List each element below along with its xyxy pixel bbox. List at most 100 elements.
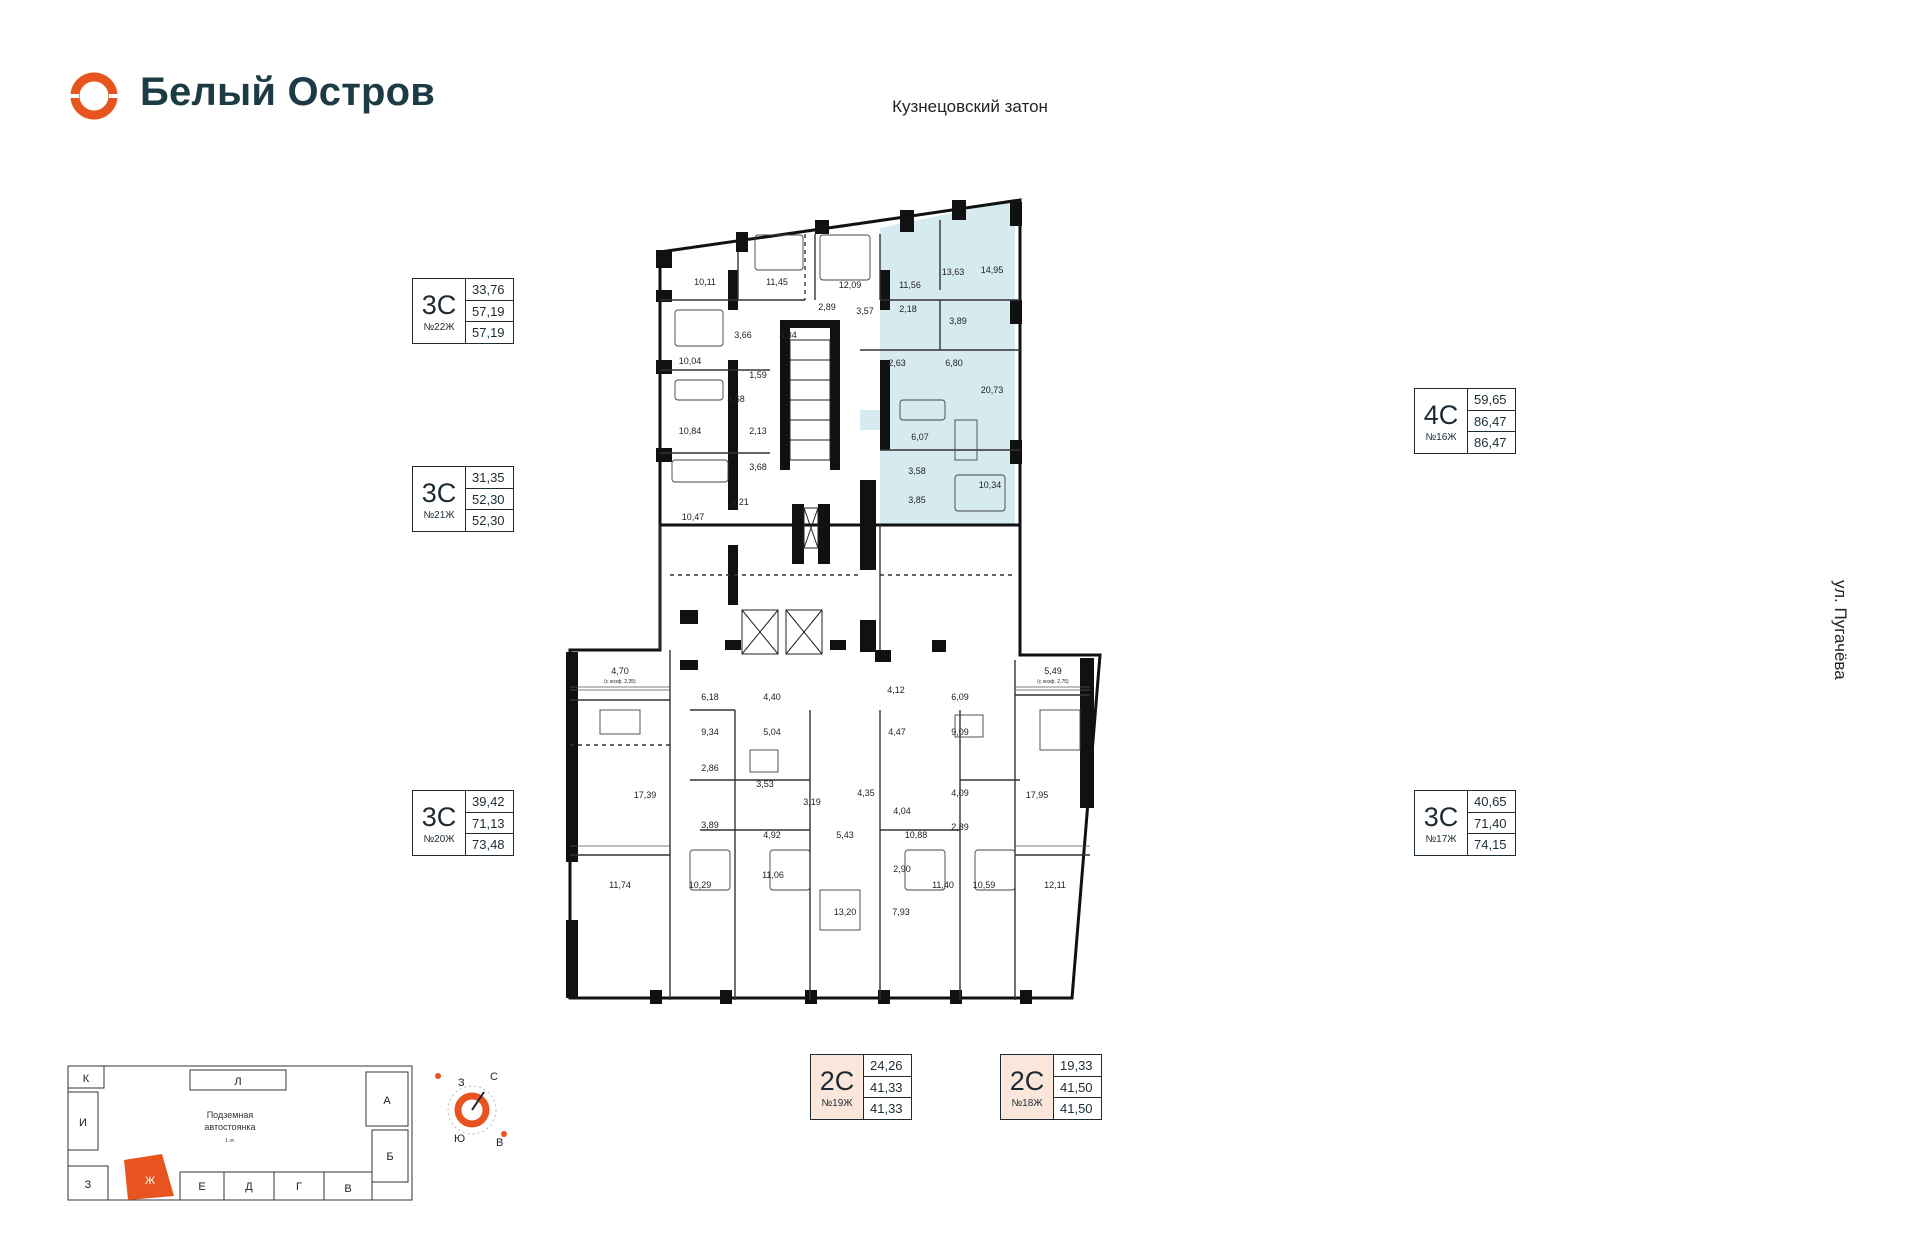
apartment-type: 2С (819, 1065, 855, 1096)
apartment-number: №20Ж (423, 833, 455, 845)
total-area: 41,33 (864, 1077, 911, 1099)
section-label: Д (245, 1181, 253, 1193)
total-area: 86,47 (1468, 411, 1515, 433)
room-area: 2,89 (818, 302, 836, 312)
room-area: 6,80 (945, 358, 963, 368)
total-area-with-balcony: 74,15 (1474, 837, 1507, 853)
room-area: 11,40 (932, 880, 954, 890)
room-area: 2,90 (893, 864, 911, 874)
apartment-type: 4С (1423, 399, 1459, 430)
room-area: 9,34 (701, 727, 719, 737)
room-area: 12,11 (1044, 880, 1066, 890)
total-area-with-balcony: 41,33 (870, 1101, 903, 1117)
room-area: 3,34 (779, 330, 797, 340)
room-area: 17,95 (1026, 790, 1049, 800)
room-area: 12,09 (839, 280, 862, 290)
room-area: 13,63 (942, 267, 965, 277)
room-area: 9,09 (951, 727, 969, 737)
room-area: 6,18 (701, 692, 719, 702)
total-area-with-balcony: 52,30 (472, 513, 505, 529)
apartment-type: 3С (421, 801, 457, 832)
total-area: 71,13 (466, 813, 513, 835)
apartment-type: 3С (421, 289, 457, 320)
room-area: 20,73 (981, 385, 1004, 395)
room-area: 3,19 (803, 797, 821, 807)
total-area: 52,30 (466, 489, 513, 511)
balcony-area: 5,49 (1044, 666, 1062, 676)
room-area: 4,09 (951, 788, 969, 798)
total-area-with-balcony: 57,19 (472, 325, 505, 341)
room-area: 4,92 (763, 830, 781, 840)
parking-floor: 1 эт. (225, 1138, 235, 1144)
room-area: 3,68 (727, 394, 745, 404)
compass-north: С (490, 1071, 498, 1083)
section-label: Л (234, 1076, 241, 1088)
living-area: 33,76 (466, 279, 513, 301)
room-area: 5,04 (763, 727, 781, 737)
east-street-label: ул. Пугачёва (1831, 580, 1850, 680)
compass-west: З (458, 1077, 465, 1089)
room-area: 10,04 (679, 356, 702, 366)
room-area: 3,89 (949, 316, 967, 326)
apartment-number: №22Ж (423, 321, 455, 333)
section-i[interactable] (67, 1091, 99, 1151)
room-area: 2,13 (749, 426, 767, 436)
room-area: 3,53 (756, 779, 774, 789)
room-area: 11,45 (766, 277, 788, 287)
living-area: 31,35 (466, 467, 513, 489)
apartment-number: №21Ж (423, 509, 455, 521)
total-area-with-balcony: 86,47 (1474, 435, 1507, 451)
section-label: К (83, 1073, 90, 1085)
room-area: 3,85 (908, 495, 926, 505)
brand-ring-logo (69, 72, 119, 120)
section-label: В (344, 1183, 351, 1195)
room-area: 11,06 (762, 870, 784, 880)
room-area: 10,11 (694, 277, 716, 287)
section-v[interactable] (323, 1171, 373, 1201)
room-area: 10,47 (682, 512, 705, 522)
section-label: А (383, 1095, 391, 1107)
section-b[interactable] (371, 1129, 409, 1183)
living-area: 40,65 (1468, 791, 1515, 813)
living-area: 24,26 (864, 1055, 911, 1077)
room-area: 6,07 (911, 432, 929, 442)
room-area: 4,35 (857, 788, 875, 798)
apartment-16-highlight[interactable] (860, 200, 1015, 525)
section-k[interactable] (67, 1065, 105, 1089)
room-area: 10,59 (973, 880, 996, 890)
section-l[interactable] (189, 1069, 287, 1091)
living-area: 39,42 (466, 791, 513, 813)
parking-label-2: автостоянка (204, 1122, 255, 1132)
section-label: Г (296, 1181, 302, 1193)
section-label: Е (198, 1181, 205, 1193)
room-area: 3,58 (908, 466, 926, 476)
room-area: 10,84 (679, 426, 702, 436)
parking-label: Подземная (207, 1110, 254, 1120)
room-area: 2,63 (888, 358, 906, 368)
room-area: 4,40 (763, 692, 781, 702)
total-area: 41,50 (1054, 1077, 1101, 1099)
section-a[interactable] (365, 1071, 409, 1127)
floor-plan: 10,11 11,45 12,09 11,56 13,63 14,95 2,89… (566, 198, 1102, 1004)
section-z[interactable] (67, 1165, 109, 1201)
section-zh-current[interactable] (124, 1154, 174, 1200)
room-area: 2,18 (899, 304, 917, 314)
section-label-current: Ж (145, 1175, 155, 1187)
room-area: 11,74 (609, 880, 631, 890)
balcony-coefficient: (с коэф. 2,75) (1037, 679, 1069, 685)
room-area: 1,59 (749, 370, 767, 380)
room-area: 10,88 (905, 830, 928, 840)
room-area: 13,20 (834, 907, 857, 917)
room-area: 11,56 (899, 280, 921, 290)
apartment-number: №16Ж (1425, 431, 1457, 443)
room-area: 6,09 (951, 692, 969, 702)
balcony-coefficient: (с коэф. 2,35) (604, 679, 636, 685)
brand-name: Белый Остров (140, 70, 436, 114)
